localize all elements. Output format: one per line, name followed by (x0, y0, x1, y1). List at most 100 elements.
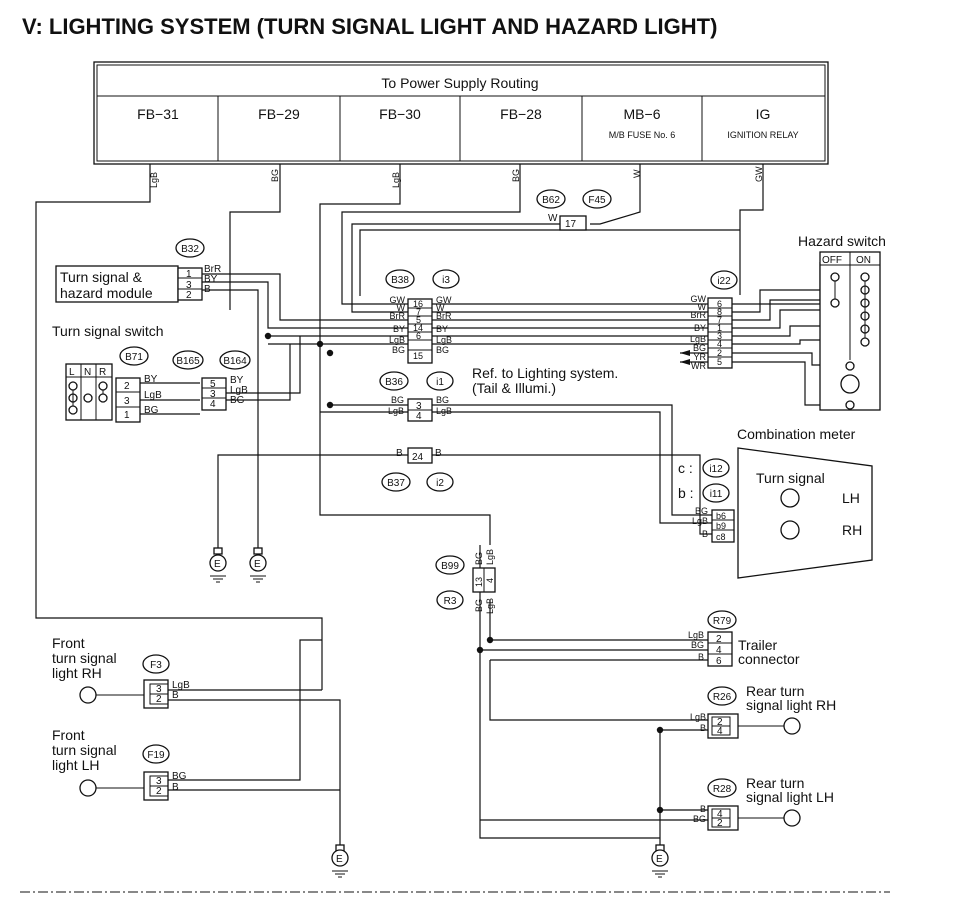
meter-signal-label: Turn signal (756, 470, 825, 486)
svg-text:24: 24 (412, 452, 424, 463)
hazard-switch-label: Hazard switch (798, 233, 886, 249)
svg-text:15: 15 (413, 351, 423, 361)
svg-text:6: 6 (716, 656, 722, 667)
svg-text:2: 2 (716, 634, 722, 645)
connector-id-badge: R28 (707, 778, 737, 798)
svg-text:2: 2 (717, 717, 723, 728)
hazard-switch: Hazard switch OFF ON (798, 233, 886, 411)
svg-text:E: E (656, 854, 663, 865)
svg-text:BY: BY (204, 274, 218, 285)
connector-id-badge: i12 (702, 458, 730, 478)
svg-text:signal light LH: signal light LH (746, 789, 834, 805)
svg-text:BG: BG (691, 640, 704, 650)
svg-text:BG: BG (392, 345, 405, 355)
svg-text:3: 3 (186, 280, 192, 291)
svg-text:LgB: LgB (436, 406, 452, 416)
svg-text:F19: F19 (147, 750, 165, 761)
svg-text:BY: BY (230, 375, 244, 386)
connector-id-badge: i2 (426, 472, 454, 492)
svg-text:BrR: BrR (390, 311, 406, 321)
svg-text:17: 17 (565, 219, 577, 230)
page-title: V: LIGHTING SYSTEM (TURN SIGNAL LIGHT AN… (22, 14, 717, 39)
svg-text:B37: B37 (387, 478, 405, 489)
svg-text:BG: BG (144, 405, 159, 416)
svg-text:BY: BY (694, 323, 706, 333)
fuse-cell-label: IG (756, 106, 771, 122)
svg-text:R3: R3 (444, 596, 457, 607)
svg-text:BrR: BrR (691, 310, 707, 320)
svg-text:GW: GW (436, 295, 452, 305)
svg-text:b9: b9 (716, 521, 726, 531)
svg-text:LgB: LgB (485, 549, 495, 565)
svg-text:2: 2 (717, 818, 723, 829)
svg-text:4: 4 (210, 399, 216, 410)
svg-text:W: W (397, 303, 406, 313)
svg-text:4: 4 (416, 411, 422, 422)
meter-label: Combination meter (737, 426, 856, 442)
svg-text:E: E (214, 559, 221, 570)
connector-id-badge: R79 (707, 610, 737, 630)
svg-text:13: 13 (474, 577, 484, 587)
fuse-cell-sub: M/B FUSE No. 6 (609, 130, 676, 140)
svg-text:W: W (632, 169, 642, 178)
connector-id-badge: B164 (219, 350, 251, 370)
turn-signal-switch: Turn signal switch L N R 2 3 1 BY LgB BG (52, 323, 164, 423)
svg-text:BG: BG (693, 343, 706, 353)
svg-text:5: 5 (717, 357, 722, 367)
svg-text:ON: ON (856, 255, 871, 266)
svg-text:3: 3 (156, 776, 162, 787)
svg-text:4: 4 (485, 578, 495, 583)
svg-text:GW: GW (691, 294, 707, 304)
svg-text:W: W (548, 213, 558, 224)
svg-text:1: 1 (124, 410, 130, 421)
svg-text:B164: B164 (223, 356, 247, 367)
combination-meter: Combination meter Turn signal LH RH c : … (678, 426, 873, 579)
svg-text:LgB: LgB (485, 598, 495, 614)
svg-text:6: 6 (416, 331, 421, 341)
svg-text:BY: BY (144, 374, 158, 385)
ground-icon: E (209, 547, 227, 583)
svg-text:b :: b : (678, 485, 694, 501)
front-turn-signal-rh: Front turn signal light RH 3 2 LgB B (52, 635, 190, 709)
svg-text:B: B (172, 782, 179, 793)
ref-label: Ref. to Lighting system. (472, 365, 618, 381)
svg-text:7: 7 (717, 315, 722, 325)
svg-text:B38: B38 (391, 275, 409, 286)
svg-text:B: B (700, 723, 706, 733)
svg-text:BG: BG (436, 345, 449, 355)
ref-label: (Tail & Illumi.) (472, 380, 556, 396)
svg-text:F45: F45 (588, 195, 606, 206)
svg-text:c8: c8 (716, 532, 726, 542)
svg-text:BG: BG (474, 552, 484, 565)
connector-labels: B32 B71 B165 B164 B38 i3 B36 i1 B37 i2 B… (119, 189, 738, 798)
connector-b62-block: 17 W (548, 213, 587, 231)
svg-text:connector: connector (738, 651, 800, 667)
svg-text:3: 3 (210, 389, 216, 400)
svg-text:4: 4 (717, 809, 723, 820)
svg-text:B36: B36 (385, 377, 403, 388)
ground-symbols: E E E E (209, 547, 669, 878)
svg-text:BY: BY (393, 324, 405, 334)
svg-text:BG: BG (172, 771, 187, 782)
svg-text:2: 2 (186, 290, 192, 301)
svg-text:L: L (69, 367, 75, 378)
svg-text:LgB: LgB (230, 385, 248, 396)
svg-text:3: 3 (156, 684, 162, 695)
svg-text:i2: i2 (436, 478, 444, 489)
connector-id-badge: B36 (379, 371, 409, 391)
connector-b37-block: 24 B B (396, 447, 442, 464)
svg-text:LgB: LgB (391, 172, 401, 188)
svg-text:LgB: LgB (688, 630, 704, 640)
svg-text:BG: BG (270, 169, 280, 182)
svg-text:Front: Front (52, 635, 85, 651)
svg-text:Trailer: Trailer (738, 637, 777, 653)
connector-id-badge: R26 (707, 686, 737, 706)
svg-text:WR: WR (691, 361, 706, 371)
svg-text:F3: F3 (150, 660, 162, 671)
svg-text:W: W (436, 303, 445, 313)
svg-text:2: 2 (156, 786, 162, 797)
fuse-cell-label: FB−29 (258, 106, 300, 122)
module-label: Turn signal & (60, 269, 143, 285)
svg-text:BY: BY (436, 324, 448, 334)
